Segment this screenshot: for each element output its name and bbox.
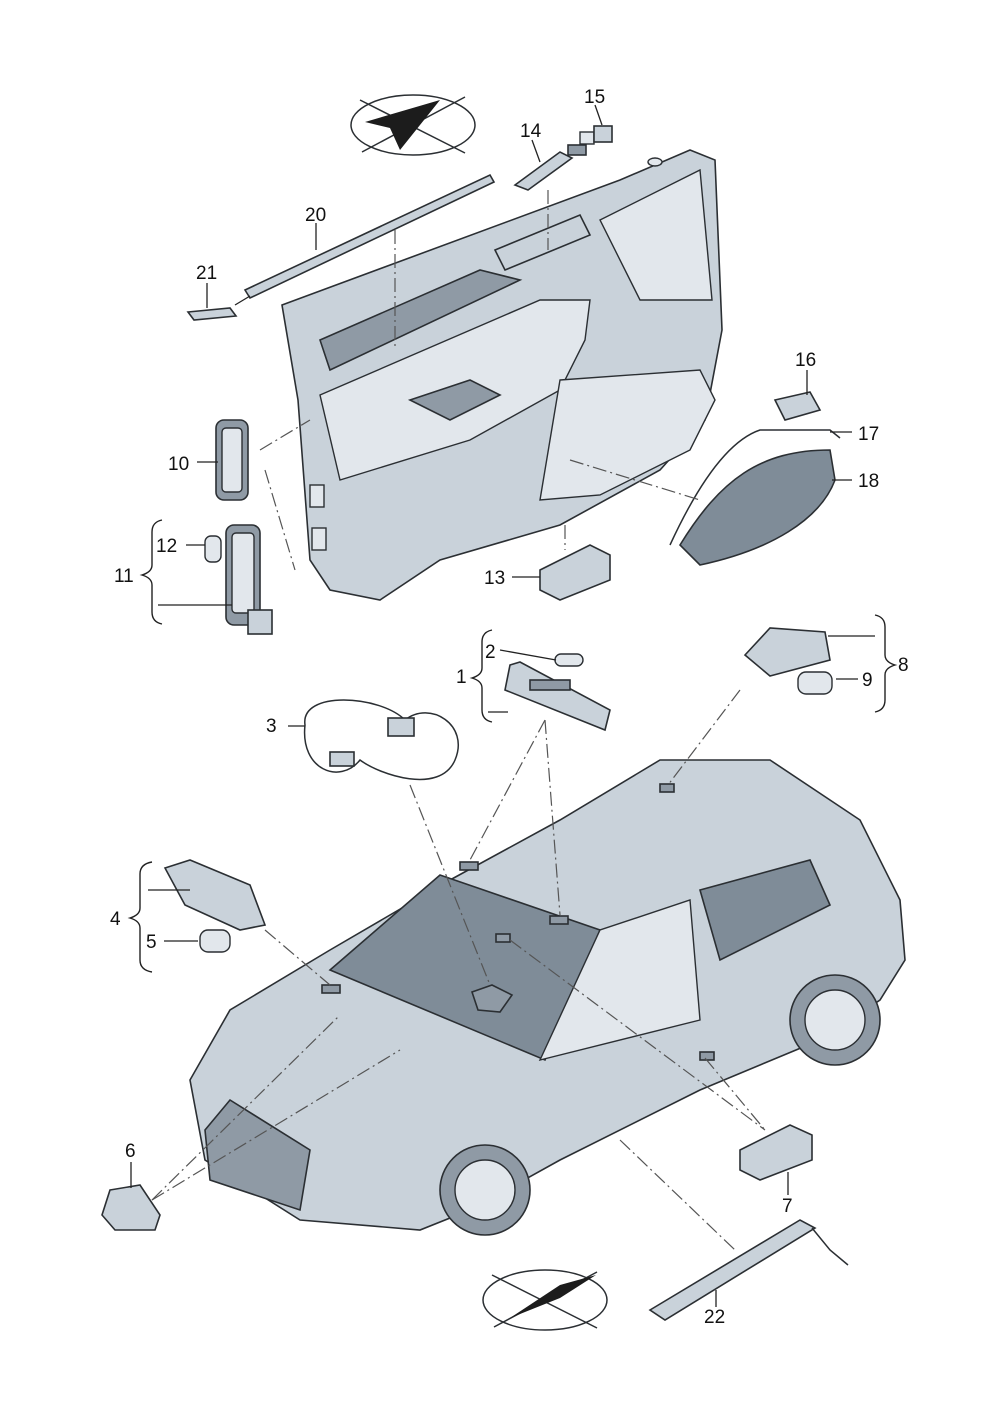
door-control-unit (539, 544, 611, 601)
ambient-light-connector (773, 391, 822, 421)
callout-16: 16 (795, 350, 816, 371)
door-handle-lamp (513, 144, 587, 191)
switch-trim-ring (303, 699, 459, 781)
connector-plug (186, 307, 238, 321)
callout-17: 17 (858, 424, 879, 445)
bonnet-switch (101, 1184, 161, 1231)
callout-18: 18 (858, 471, 879, 492)
callout-15: 15 (584, 87, 605, 108)
callout-labels: 15 14 20 21 16 17 10 18 12 11 13 2 8 1 9… (110, 87, 909, 1328)
callout-1: 1 (456, 667, 467, 688)
festoon-bulb (554, 653, 584, 667)
capsule-bulb (797, 671, 833, 695)
luggage-lamp (163, 859, 267, 931)
group-braces (127, 519, 898, 973)
small-bulb (199, 929, 231, 953)
door-trim-insert (678, 449, 836, 566)
callout-10: 10 (168, 454, 189, 475)
callout-7: 7 (782, 1196, 793, 1217)
door-trim-panel (281, 149, 723, 601)
callout-2: 2 (485, 642, 496, 663)
callout-21: 21 (196, 263, 217, 284)
illuminated-sill-strip (648, 1219, 849, 1321)
rear-reading-lamp (743, 627, 831, 677)
callout-12: 12 (156, 536, 177, 557)
callout-11: 11 (114, 566, 134, 587)
door-warning-lamp (225, 524, 273, 635)
door-reflector (215, 419, 249, 501)
callout-13: 13 (484, 568, 505, 589)
top-emblem-icon (350, 94, 476, 156)
bottom-emblem-icon (482, 1269, 608, 1331)
callout-6: 6 (125, 1141, 136, 1162)
wedge-bulb (204, 535, 222, 563)
light-guide-cable (669, 429, 841, 546)
callout-3: 3 (266, 716, 277, 737)
callout-9: 9 (862, 670, 873, 691)
callout-22: 22 (704, 1307, 725, 1328)
callout-5: 5 (146, 932, 157, 953)
door-trim-strip (234, 173, 496, 306)
bulb-socket (579, 125, 613, 145)
reference-lines (151, 190, 766, 1251)
interior-reading-lamp (504, 661, 611, 732)
leader-lines (130, 104, 875, 1307)
callout-20: 20 (305, 205, 326, 226)
callout-4: 4 (110, 909, 121, 930)
callout-14: 14 (520, 121, 542, 142)
door-entry-lamp (739, 1124, 813, 1181)
car-body (189, 759, 906, 1236)
callout-8: 8 (898, 655, 909, 676)
